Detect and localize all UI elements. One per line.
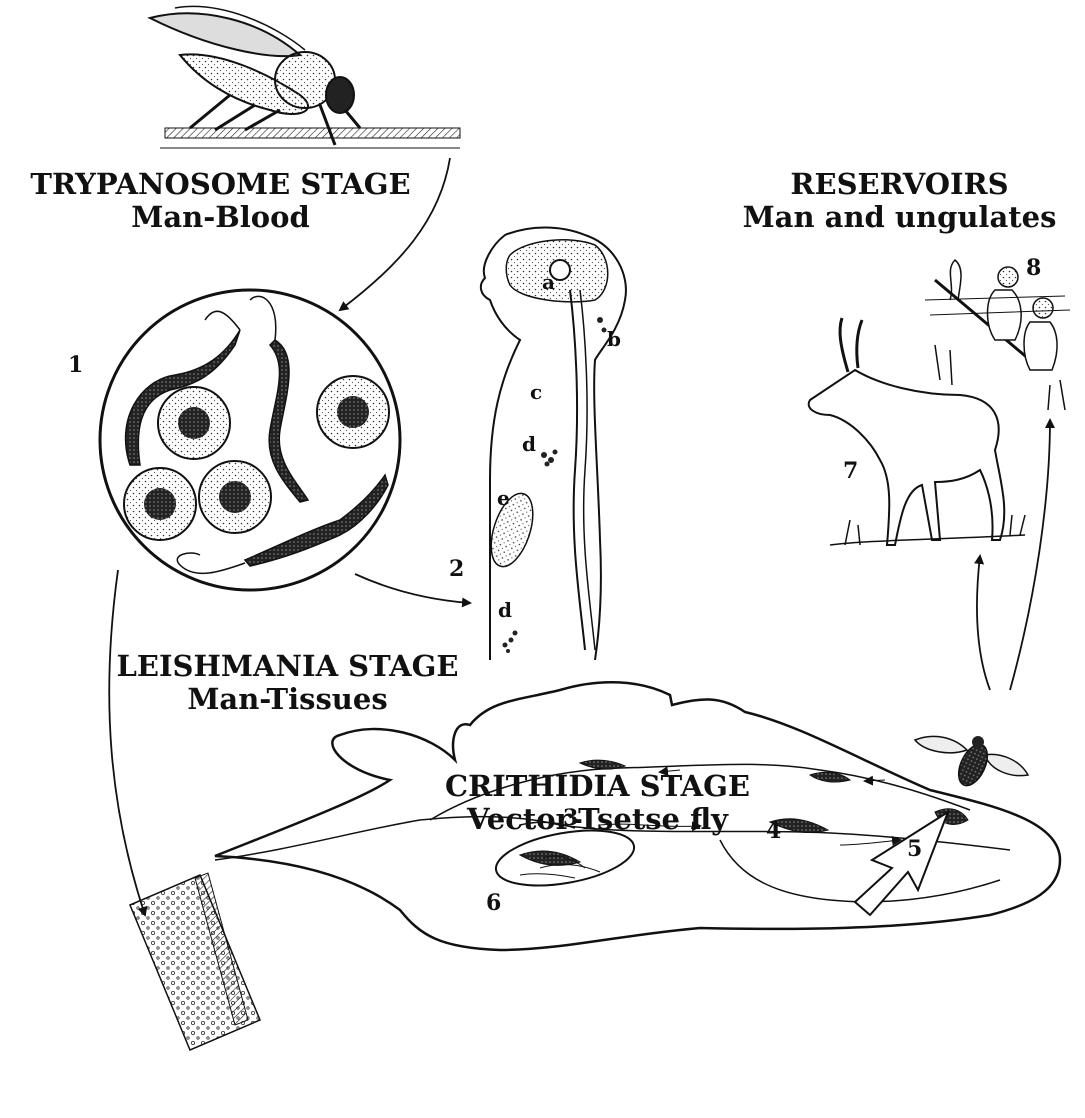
leishmania-stage-title: LEISHMANIA STAGE Man-Tissues xyxy=(100,650,475,717)
label-1: 1 xyxy=(68,352,83,378)
body-label-d: d xyxy=(522,432,536,456)
label-3: 3 xyxy=(563,805,578,831)
flying-fly-icon xyxy=(915,736,1028,790)
label-5: 5 xyxy=(907,836,922,862)
body-label-d-lower: d xyxy=(498,598,512,622)
body-label-a: a xyxy=(542,270,555,294)
red-blood-cell xyxy=(199,461,271,533)
arrow-fly-to-antelope xyxy=(977,556,990,690)
label-7: 7 xyxy=(843,458,858,484)
red-blood-cell xyxy=(317,376,389,448)
arrow-blood-to-fly-gut xyxy=(109,570,145,915)
label-6: 6 xyxy=(486,890,501,916)
red-blood-cell xyxy=(124,468,196,540)
crithidia-stage-subtitle: Vector-Tsetse fly xyxy=(405,803,790,836)
reservoirs-heading: RESERVOIRS xyxy=(722,168,1077,201)
leishmania-stage-heading: LEISHMANIA STAGE xyxy=(100,650,475,683)
people-icon xyxy=(925,260,1070,410)
arrow-fly-to-people xyxy=(1010,420,1050,690)
body-label-b: b xyxy=(607,327,621,351)
trypanosome-stage-title: TRYPANOSOME STAGE Man-Blood xyxy=(8,168,433,235)
leishmania-stage-subtitle: Man-Tissues xyxy=(100,683,475,716)
body-label-e: e xyxy=(497,486,510,510)
blood-smear-icon xyxy=(100,290,400,590)
body-label-c: c xyxy=(530,380,542,404)
label-4: 4 xyxy=(766,818,781,844)
antelope-icon xyxy=(809,318,1025,545)
reservoirs-title: RESERVOIRS Man and ungulates xyxy=(722,168,1077,235)
label-8: 8 xyxy=(1026,255,1041,281)
crithidia-stage-heading: CRITHIDIA STAGE xyxy=(405,770,790,803)
trypanosome-stage-subtitle: Man-Blood xyxy=(8,201,433,234)
trypanosome-stage-heading: TRYPANOSOME STAGE xyxy=(8,168,433,201)
tsetse-fly-feeding-icon xyxy=(150,6,460,148)
crithidia-stage-title: CRITHIDIA STAGE Vector-Tsetse fly xyxy=(405,770,790,837)
label-2: 2 xyxy=(449,556,464,582)
reservoirs-subtitle: Man and ungulates xyxy=(722,201,1077,234)
red-blood-cell xyxy=(158,387,230,459)
